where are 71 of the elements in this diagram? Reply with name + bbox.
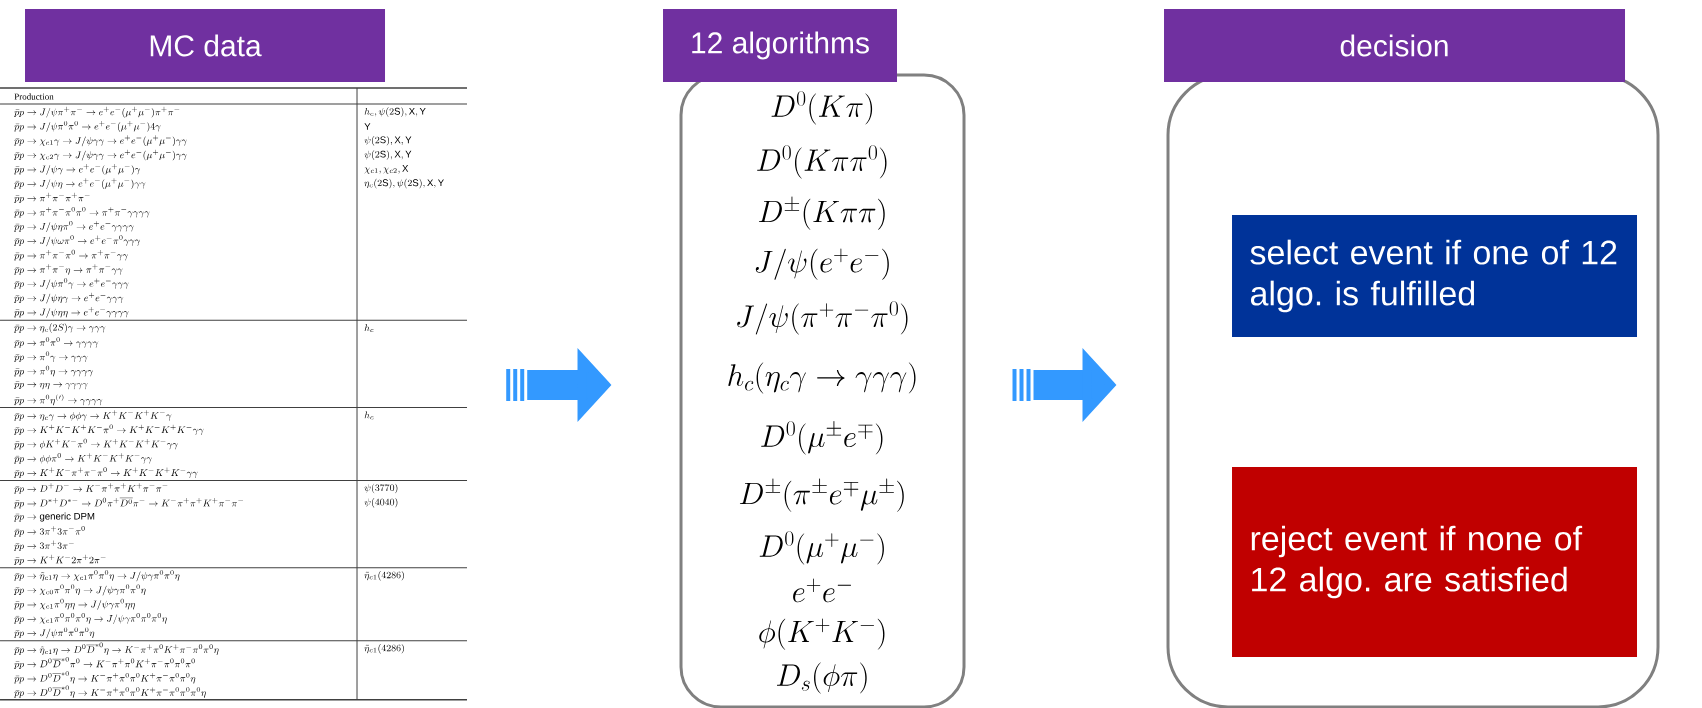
reaction-formula: $\bar{p}p \to J/\psi\eta\eta \to e^+e^-\gamma\gamma\gamma\gamma$	[13, 306, 129, 318]
formula: $D^\pm(K\pi\pi)$	[758, 196, 885, 230]
formula: $h_c(\eta_c\gamma\to\gamma\gamma\gamma)$	[728, 362, 916, 394]
formula: $D^0(\mu^\pm e^\mp)$	[761, 421, 883, 455]
formula: $D^0(K\pi\pi^0)$	[757, 145, 887, 179]
reaction-formula: $\bar{p}p \to J/\psi\pi^0\gamma \to e^+e^-\gamma\gamma\gamma$	[13, 278, 129, 290]
resonance-label: $\psi(2\mathrm{S}),\mathrm{X},\mathrm{Y}$	[364, 135, 412, 146]
reaction-formula: $\bar{p}p \to \pi^+\pi^-\pi^0\pi^0 \to \pi^+\pi^-\gamma\gamma\gamma\gamma$	[13, 206, 150, 218]
reaction-formula: $\bar{p}p \to \pi^+\pi^-\pi^+\pi^-$	[13, 192, 90, 204]
reaction-formula: $\bar{p}p \to \eta\eta \to \gamma\gamma\gamma\gamma$	[13, 381, 88, 390]
formula: $D^\pm(\pi^\pm e^\mp\mu^\pm)$	[739, 478, 904, 512]
formula: $J/\psi(e^+e^-)$	[755, 248, 889, 280]
reaction-formula: $\bar{p}p \to \phi\phi\pi^0 \to K^+K^-K^+K^-\gamma\gamma$	[13, 453, 152, 464]
header-band: 12 algorithms	[663, 9, 897, 82]
resonance-label: $h_c$	[364, 411, 374, 420]
resonance-label: $\psi(3770)$	[364, 483, 398, 494]
header-band: MC data	[25, 9, 385, 82]
formula: $J/\psi(\pi^+\pi^-\pi^0)$	[737, 301, 908, 335]
formula: $D^0(K\pi)$	[771, 91, 873, 125]
reaction-formula: $\bar{p}p \to J/\psi\omega\pi^0 \to e^+e^-\pi^0\gamma\gamma\gamma$	[13, 235, 141, 247]
reaction-formula: $\bar{p}p \to J/\psi\eta\pi^0 \to e^+e^-\gamma\gamma\gamma\gamma$	[13, 221, 134, 232]
formula: $\phi(K^+K^-)$	[759, 618, 885, 650]
reaction-formula: $\bar{p}p \to K^+K^-\pi^+\pi^-\pi^0 \to K^+K^-K^+K^-\gamma\gamma$	[13, 467, 198, 478]
message-box: reject event if none of 12 algo. are satisfied	[1232, 467, 1637, 657]
reaction-formula: $\bar{p}p \to J/\psi\eta\gamma \to e^+e^-\gamma\gamma\gamma$	[13, 292, 124, 304]
reaction-formula: $\bar{p}p \to \pi^0\eta^{(\prime)} \to \gamma\gamma\gamma\gamma$	[13, 394, 103, 406]
reaction-formula: $\bar{p}p \to \chi_{c1}\gamma \to J/\psi\gamma\gamma \to e^+e^-(\mu^+\mu^-)\gamma\gamma$	[13, 135, 187, 147]
reaction-formula: $\bar{p}p \to \eta_c\gamma \to \phi\phi\gamma \to K^+K^-K^+K^-\gamma$	[13, 410, 172, 421]
reaction-formula: $\bar{p}p \to \chi_{c1}\pi^0\eta\eta \to J/\psi\gamma\pi^0\eta\eta$	[13, 598, 135, 610]
reaction-formula: $\bar{p}p \to \pi^+\pi^-\pi^0 \to \pi^+\pi^-\gamma\gamma$	[13, 249, 128, 261]
message-box: select event if one of 12 algo. is fulfilled	[1232, 215, 1637, 337]
reaction-formula: $\bar{p}p \to D^0\overline{D}^{*0}\eta \to K^-\pi^+\pi^0\pi^0K^+\pi^-\pi^0\pi^0\eta$	[13, 671, 196, 684]
resonance-label: $\tilde{\eta}_{c1}(4286)$	[364, 570, 404, 581]
reaction-formula: $\bar{p}p \to J/\psi\eta \to e^+e^-(\mu^+\mu^-)\gamma\gamma$	[13, 178, 146, 190]
reaction-formula: $\bar{p}p \to J/\psi\pi^+\pi^- \to e^+e^-(\mu^+\mu^-)\pi^+\pi^-$	[13, 106, 180, 118]
reaction-formula: $\bar{p}p \to \eta_c(2S)\gamma \to \gamma\gamma\gamma$	[13, 323, 106, 333]
reaction-formula: $\bar{p}p \to 3\pi^+3\pi^-\pi^0$	[13, 526, 85, 537]
formula: $e^+e^-$	[793, 578, 851, 603]
reaction-formula: $\bar{p}p \to D^0\overline{D}^{*0}\eta \to K^-\pi^+\pi^0\pi^0K^+\pi^-\pi^0\pi^0\pi^0\eta$	[13, 685, 206, 698]
reaction-formula: $\bar{p}p \to 3\pi^+3\pi^-$	[13, 540, 74, 551]
reaction-formula: $\bar{p}p \to D^0\overline{D}^{*0}\pi^0 \to K^-\pi^+\pi^0K^+\pi^-\pi^0\pi^0\pi^0$	[13, 656, 195, 670]
reaction-formula: $\bar{p}p \to K^+K^-2\pi^+2\pi^-$	[13, 554, 106, 566]
reaction-formula: $\bar{p}p \to \pi^+\pi^-\eta \to \pi^+\pi^-\gamma\gamma$	[13, 264, 123, 275]
reaction-formula: $\bar{p}p \to J/\psi\pi^0\pi^0\pi^0\eta$	[13, 627, 95, 639]
resonance-label: $\tilde{\eta}_{c1}(4286)$	[364, 643, 404, 654]
reaction-formula: $\bar{p}p \to J/\psi\gamma \to e^+e^-(\mu^+\mu^-)\gamma$	[13, 163, 141, 175]
reaction-formula: $\bar{p}p \to \tilde{\eta}_{c1}\eta \to D^0\overline{D}^{*0}\eta \to K^-\pi^+\pi^0K^+\pi^-\pi^0\pi^0\eta$	[13, 642, 219, 655]
resonance-label: $\chi_{c1},\chi_{c2},\mathrm{X}$	[364, 165, 409, 174]
resonance-label: $h_c,\psi(2\mathrm{S}),\mathrm{X},\mathrm{Y}$	[364, 107, 426, 117]
resonance-label: $\mathrm{Y}$	[364, 123, 371, 130]
formula: $D_s(\phi\pi)$	[777, 662, 867, 694]
reaction-formula: $\bar{p}p \to \chi_{c1}\pi^0\pi^0\pi^0\eta \to J/\psi\gamma\pi^0\pi^0\pi^0\eta$	[13, 613, 167, 625]
column-header: Production	[14, 93, 54, 100]
reaction-formula: $\bar{p}p \to \tilde{\eta}_{c1}\eta \to \chi_{c1}\pi^0\pi^0\eta \to J/\psi\gamma\pi^0\pi^0\eta$	[13, 570, 180, 582]
reaction-formula: $\bar{p}p \to D^{*+}D^{*-} \to D^0\pi^+\overline{D^0}\pi^- \to K^-\pi^+\pi^+K^+\pi^-\pi^-$	[13, 497, 244, 509]
reaction-formula: $\bar{p}p \to \pi^0\pi^0 \to \gamma\gamma\gamma\gamma$	[13, 337, 99, 348]
resonance-label: $\psi(2\mathrm{S}),\mathrm{X},\mathrm{Y}$	[364, 150, 412, 160]
header-band: decision	[1164, 9, 1625, 82]
reaction-formula: $\bar{p}p \to \chi_{c2}\gamma \to J/\psi\gamma\gamma \to e^+e^-(\mu^+\mu^-)\gamma\gamma$	[13, 149, 187, 161]
reaction-formula: $\bar{p}p \to \mathrm{generic\ DPM}$	[13, 512, 95, 522]
reaction-formula: $\bar{p}p \to D^+D^- \to K^-\pi^+\pi^+K^+\pi^-\pi^-$	[13, 483, 168, 494]
reaction-formula: $\bar{p}p \to \chi_{c0}\pi^0\pi^0\eta \to J/\psi\gamma\pi^0\pi^0\eta$	[13, 584, 146, 596]
reaction-formula: $\bar{p}p \to \pi^0\eta \to \gamma\gamma\gamma\gamma$	[13, 365, 93, 377]
resonance-label: $\eta_c(2\mathrm{S}),\psi(2\mathrm{S}),\mathrm{X},\mathrm{Y}$	[364, 178, 444, 189]
resonance-label: $\psi(4040)$	[364, 497, 398, 508]
reaction-formula: $\bar{p}p \to \phi K^+K^-\pi^0 \to K^+K^-K^+K^-\gamma\gamma$	[13, 438, 178, 450]
resonance-label: $h_c$	[364, 324, 374, 333]
reaction-formula: $\bar{p}p \to J/\psi\pi^0\pi^0 \to e^+e^-(\mu^+\mu^-)4\gamma$	[13, 120, 161, 132]
reaction-formula: $\bar{p}p \to K^+K^-K^+K^-\pi^0 \to K^+K^-K^+K^-\gamma\gamma$	[13, 424, 204, 436]
reaction-formula: $\bar{p}p \to \pi^0\gamma \to \gamma\gamma\gamma$	[13, 351, 88, 363]
formula: $D^0(\mu^+\mu^-)$	[759, 531, 884, 565]
